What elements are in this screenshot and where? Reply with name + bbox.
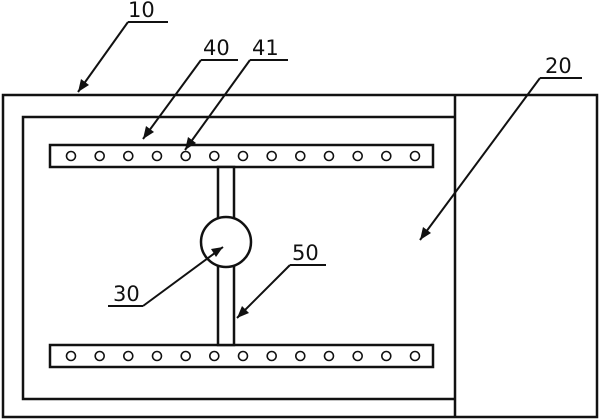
leader-40 [142,59,238,140]
bottom-rail-hole [266,350,278,362]
center-hub [199,215,253,269]
top-rail-hole [180,150,191,162]
top-rail-hole [352,150,364,162]
top-rail-hole [409,150,421,162]
bottom-rail-hole [294,350,306,362]
bottom-rail-hole [409,350,421,362]
top-rail-hole [209,150,220,162]
top-rail-hole [151,150,163,162]
top-rail-hole [380,150,392,162]
leader-41 [184,59,288,151]
top-rail-hole [294,150,306,162]
label-20: 20 [545,54,572,78]
inner-cavity-boundary [21,115,455,401]
top-rail-hole [266,150,278,162]
top-rail-hole [323,150,335,162]
top-rail-holes [65,150,421,162]
top-rail-hole [237,150,249,162]
bottom-rail-hole [65,350,77,362]
label-10: 10 [128,0,155,22]
label-41: 41 [252,36,279,60]
top-rail-hole [94,150,105,162]
bottom-rail-holes [65,350,421,362]
top-rail [48,143,435,169]
bottom-rail-hole [123,350,134,362]
bottom-rail-hole [94,350,105,362]
label-50: 50 [292,241,319,265]
leader-10 [77,21,168,93]
bottom-rail-hole [380,350,392,362]
housing-outer-frame [1,93,599,419]
bottom-rail-hole [237,350,249,362]
leader-50 [236,264,326,319]
leader-20 [419,77,582,241]
top-rail-hole [123,150,134,162]
label-40: 40 [203,36,230,60]
bottom-rail-hole [180,350,191,362]
label-30: 30 [113,282,140,306]
top-rail-hole [65,150,77,162]
bottom-rail [48,343,435,369]
bottom-rail-hole [352,350,364,362]
bottom-rail-hole [323,350,335,362]
bottom-rail-hole [209,350,220,362]
bottom-rail-hole [151,350,163,362]
leader-30 [108,246,224,307]
